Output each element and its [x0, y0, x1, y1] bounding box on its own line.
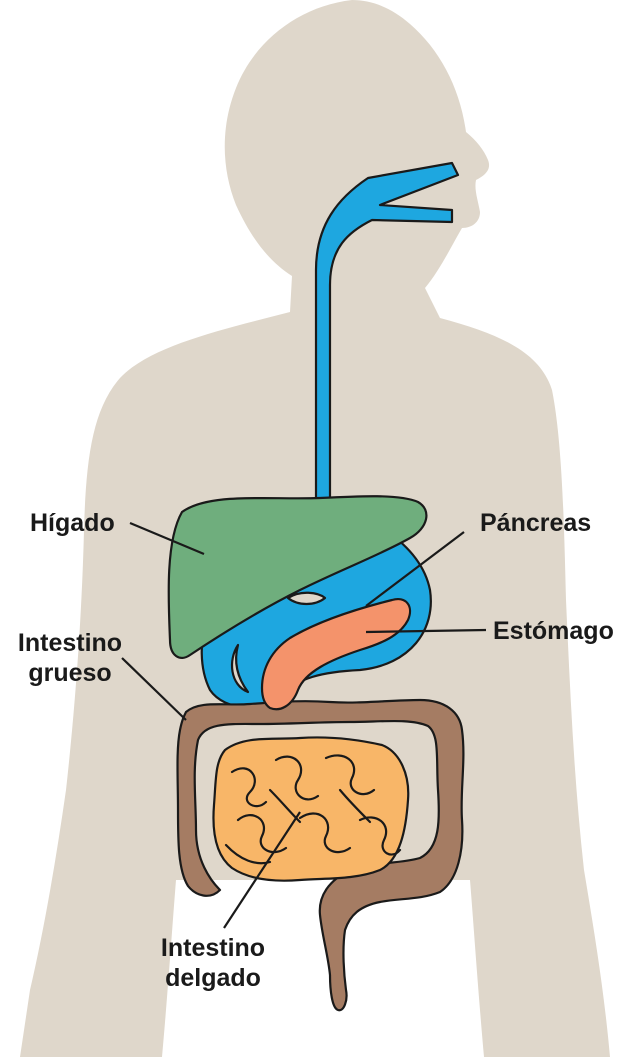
pancreas-label: Páncreas: [480, 508, 591, 538]
large-intestine-label-line1: Intestino: [6, 628, 134, 658]
small-intestine-label: Intestino delgado: [148, 933, 278, 993]
small-intestine-label-line2: delgado: [148, 963, 278, 993]
liver-label: Hígado: [30, 508, 115, 538]
large-intestine-label-line2: grueso: [6, 658, 134, 688]
stomach-label: Estómago: [493, 616, 614, 646]
gallbladder: [288, 593, 325, 604]
large-intestine-label: Intestino grueso: [6, 628, 134, 688]
small-intestine-label-line1: Intestino: [148, 933, 278, 963]
